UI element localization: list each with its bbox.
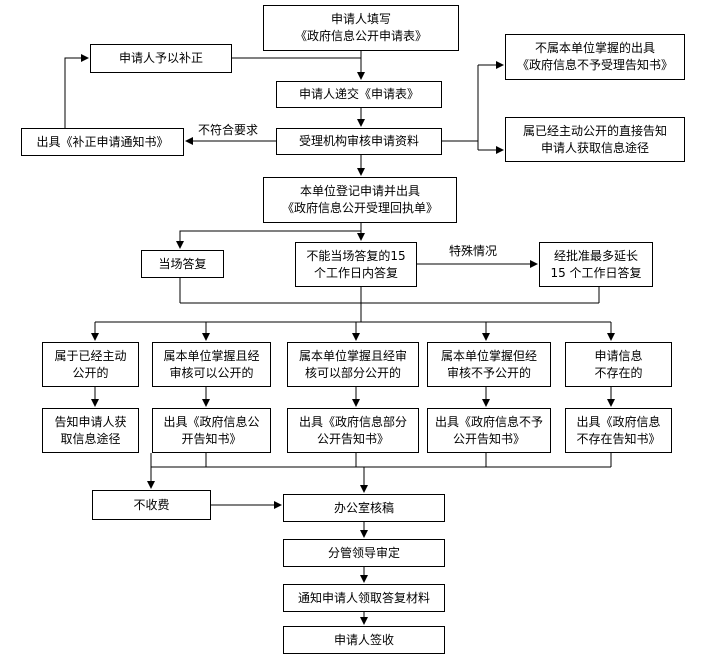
node-text-line: 核可以部分公开的 bbox=[304, 365, 401, 380]
node-text-line: 属本单位掌握但经 bbox=[440, 348, 537, 363]
not-held-node: 不属本单位掌握的出具《政府信息不予受理告知书》 bbox=[505, 34, 685, 80]
node-text-line: 不属本单位掌握的出具 bbox=[534, 41, 655, 55]
node-text-line: 当场答复 bbox=[158, 256, 207, 271]
submit-node: 申请人递交《申请表》 bbox=[276, 81, 442, 108]
node-text-line: 审核不予公开的 bbox=[446, 365, 531, 380]
review-node: 受理机构审核申请资料 bbox=[276, 128, 442, 155]
node-text-line: 出具《政府信息 bbox=[576, 414, 661, 429]
node-text-line: 申请信息 bbox=[594, 348, 643, 363]
node-text-line: 《政府信息公开申请表》 bbox=[294, 29, 427, 43]
node-text-line: 《政府信息不予受理告知书》 bbox=[516, 58, 673, 72]
node-text-line: 分管领导审定 bbox=[327, 545, 400, 560]
node-text-line: 申请人签收 bbox=[333, 632, 394, 647]
arrow-correction-to-supplement bbox=[64, 54, 89, 128]
outcome-denial-notice: 出具《政府信息不予公开告知书》 bbox=[427, 408, 551, 453]
outcome-partial-notice: 出具《政府信息部分公开告知书》 bbox=[287, 408, 419, 453]
category-not-exist: 申请信息不存在的 bbox=[565, 342, 672, 387]
reply-onsite-node: 当场答复 bbox=[141, 250, 224, 278]
arrow-register-to-onsite bbox=[176, 230, 361, 249]
outcome-full-notice: 出具《政府信息公开告知书》 bbox=[152, 408, 271, 453]
already-public-node: 属已经主动公开的直接告知申请人获取信息途径 bbox=[505, 117, 685, 162]
category-partial-public: 属本单位掌握且经审核可以部分公开的 bbox=[287, 342, 419, 387]
node-text-line: 不存在告知书》 bbox=[576, 431, 661, 446]
node-text-line: 出具《政府信息公 bbox=[163, 414, 260, 429]
node-text-line: 属于已经主动 bbox=[54, 348, 127, 363]
extension-node: 经批准最多延长 15 个工作日答复 bbox=[539, 242, 653, 287]
applicant-signs-node: 申请人签收 bbox=[283, 626, 445, 654]
node-text-line: 审核可以公开的 bbox=[169, 365, 254, 380]
node-text-line: 告知申请人获 bbox=[54, 414, 127, 429]
reply-15-days-node: 不能当场答复的15 个工作日内答复 bbox=[295, 242, 417, 287]
node-text-line: 不存在的 bbox=[594, 365, 643, 380]
node-text-line: 取信息途径 bbox=[60, 431, 121, 446]
office-review-node: 办公室核稿 bbox=[283, 494, 445, 522]
notify-applicant-node: 通知申请人领取答复材料 bbox=[283, 584, 445, 612]
node-text-line: 通知申请人领取答复材料 bbox=[297, 590, 430, 605]
fill-form-node: 申请人填写《政府信息公开申请表》 bbox=[263, 5, 459, 51]
node-text-line: 经批准最多延长 bbox=[553, 248, 638, 263]
node-text-line: 办公室核稿 bbox=[333, 500, 394, 515]
node-text-line: 《政府信息公开受理回执单》 bbox=[281, 201, 438, 215]
special-case-label: 特殊情况 bbox=[449, 244, 498, 258]
issue-correction-node: 出具《补正申请通知书》 bbox=[21, 128, 184, 156]
outcome-info-channel: 告知申请人获取信息途径 bbox=[42, 408, 139, 453]
free-of-charge-node: 不收费 bbox=[92, 490, 211, 520]
node-text-line: 公开的 bbox=[72, 365, 109, 380]
non-compliant-label: 不符合要求 bbox=[198, 123, 259, 137]
node-text-line: 属本单位掌握且经 bbox=[163, 348, 260, 363]
node-text-line: 申请人填写 bbox=[330, 12, 391, 26]
node-text-line: 出具《政府信息不予 bbox=[434, 414, 543, 429]
category-not-public: 属本单位掌握但经审核不予公开的 bbox=[427, 342, 551, 387]
node-text-line: 属已经主动公开的直接告知 bbox=[522, 123, 667, 138]
node-text-line: 本单位登记申请并出具 bbox=[299, 184, 420, 198]
node-text-line: 申请人获取信息途径 bbox=[540, 140, 649, 155]
outcome-nonexistence-notice: 出具《政府信息不存在告知书》 bbox=[565, 408, 672, 453]
node-text-line: 出具《补正申请通知书》 bbox=[36, 134, 169, 149]
node-text-line: 不能当场答复的15 bbox=[306, 248, 406, 263]
leader-approval-node: 分管领导审定 bbox=[283, 539, 445, 567]
node-text-line: 开告知书》 bbox=[181, 431, 242, 446]
node-text-line: 公开告知书》 bbox=[316, 431, 389, 446]
category-full-public: 属本单位掌握且经审核可以公开的 bbox=[152, 342, 271, 387]
node-text-line: 不收费 bbox=[133, 497, 170, 512]
category-already-public: 属于已经主动公开的 bbox=[42, 342, 139, 387]
node-text-line: 申请人递交《申请表》 bbox=[298, 87, 419, 101]
node-text-line: 出具《政府信息部分 bbox=[298, 414, 407, 429]
supplement-node: 申请人予以补正 bbox=[90, 44, 232, 73]
node-text-line: 属本单位掌握且经审 bbox=[298, 348, 407, 363]
node-text-line: 公开告知书》 bbox=[452, 431, 525, 446]
node-text-line: 个工作日内答复 bbox=[313, 265, 398, 280]
node-text-line: 受理机构审核申请资料 bbox=[298, 134, 419, 148]
register-node: 本单位登记申请并出具《政府信息公开受理回执单》 bbox=[263, 177, 457, 223]
node-text-line: 15 个工作日答复 bbox=[550, 265, 642, 280]
node-text-line: 申请人予以补正 bbox=[118, 51, 203, 65]
